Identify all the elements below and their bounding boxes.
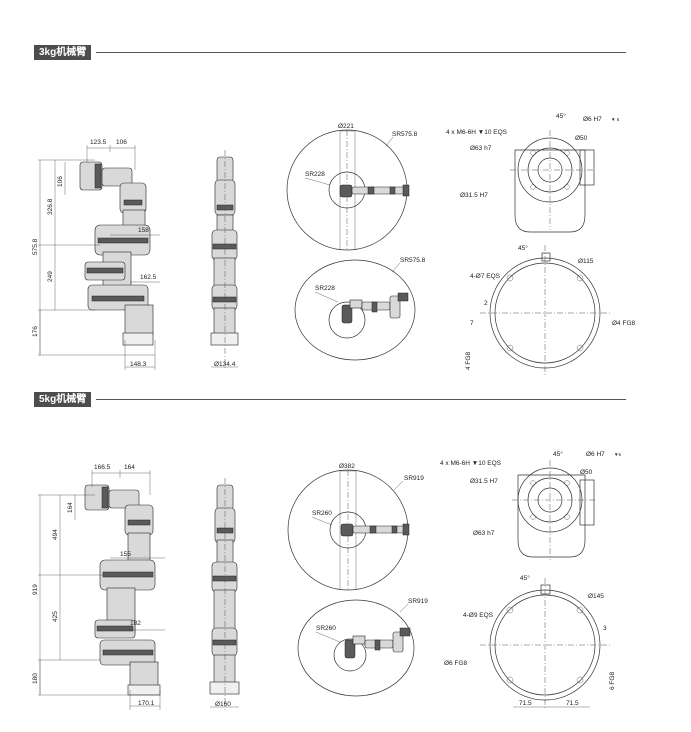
base-plate-3kg: 45° 4-Ø7 EQS Ø115 Ø4 FG8 2 7 4 FG8 — [465, 244, 636, 375]
front-view-3kg: Ø134.4 — [210, 150, 239, 370]
flange-angle-5kg: 45° — [553, 450, 563, 458]
dim-h-head-5kg: 164 — [67, 502, 74, 513]
top-d-3kg: Ø221 — [338, 123, 354, 130]
workspace-top-3kg: Ø221 SR575.8 SR228 — [286, 123, 418, 251]
top-sr-outer-5kg: SR919 — [404, 475, 424, 482]
base-w1-5kg: 71.5 — [519, 700, 532, 707]
flange-d1-depth-3kg: ▼ 6 — [611, 117, 620, 122]
flange-d1-3kg: Ø6 H7 — [583, 116, 602, 123]
flange-d2-5kg: Ø31.5 H7 — [470, 478, 498, 485]
dim-base-d-front-5kg: Ø160 — [215, 701, 231, 708]
side-sr-outer-5kg: SR919 — [408, 598, 428, 605]
dim-h-total-3kg: 575.8 — [32, 238, 39, 255]
dim-w-upper-5kg: 155 — [120, 551, 131, 558]
top-sr-outer-3kg: SR575.8 — [392, 131, 418, 138]
dim-h-total-5kg: 919 — [32, 584, 39, 595]
flange-d4-5kg: Ø50 — [580, 469, 593, 476]
base-d-5kg: Ø145 — [588, 593, 604, 600]
dim-w-upper-3kg: 158 — [138, 227, 149, 234]
base-angle-5kg: 45° — [520, 574, 530, 582]
side-sr-outer-3kg: SR575.8 — [400, 257, 426, 264]
workspace-side-5kg: SR919 SR260 — [297, 598, 428, 697]
dim-w-lower-3kg: 162.5 — [140, 274, 157, 281]
dim-h-mid-3kg: 249 — [47, 271, 54, 282]
side-view-5kg: 166.5 164 919 494 164 425 180 155 182 17… — [32, 464, 165, 710]
workspace-top-5kg: Ø382 SR919 SR260 — [287, 463, 424, 591]
flange-d1-5kg: Ø6 H7 — [586, 451, 605, 458]
dim-top-w1-3kg: 123.5 — [90, 139, 107, 146]
base-w7-3kg: 7 — [470, 320, 474, 327]
flange-d1-depth-5kg: ▼6 — [614, 452, 621, 457]
dim-h-upper-3kg: 326.8 — [47, 198, 54, 215]
section-divider-5kg — [96, 399, 626, 400]
front-view-5kg: Ø160 — [209, 478, 240, 710]
flange-d4-3kg: Ø50 — [575, 135, 588, 142]
dim-h-head-3kg: 106 — [57, 176, 64, 187]
base-w3-5kg: 3 — [603, 625, 607, 632]
workspace-side-3kg: SR575.8 SR228 — [294, 257, 426, 361]
dim-h-upper-5kg: 494 — [52, 529, 59, 540]
dim-w-base-5kg: 170.1 — [138, 700, 155, 707]
base-d-3kg: Ø115 — [578, 258, 594, 265]
base-pin-3kg: Ø4 FG8 — [612, 320, 636, 327]
dim-h-base-3kg: 176 — [32, 326, 39, 337]
base-slot-3kg: 4 FG8 — [465, 352, 472, 370]
top-sr-inner-3kg: SR228 — [305, 171, 325, 178]
flange-holes-3kg: 4 x M6-6H ▼10 EQS — [446, 129, 508, 136]
base-w2-5kg: 71.5 — [566, 700, 579, 707]
base-holes-3kg: 4-Ø7 EQS — [470, 273, 501, 280]
flange-5kg: 4 x M6-6H ▼10 EQS 45° Ø6 H7 ▼6 Ø31.5 H7 … — [440, 450, 621, 560]
base-plate-5kg: 45° 4-Ø9 EQS Ø145 Ø6 FG8 3 6 FG8 71.5 71… — [444, 574, 616, 710]
dim-w-lower-5kg: 182 — [130, 620, 141, 627]
top-d-5kg: Ø382 — [339, 463, 355, 470]
dim-top-w2-5kg: 164 — [124, 464, 135, 471]
side-sr-inner-3kg: SR228 — [315, 285, 335, 292]
base-holes-5kg: 4-Ø9 EQS — [463, 612, 494, 619]
base-pin-5kg: Ø6 FG8 — [444, 660, 468, 667]
flange-d3-3kg: Ø31.5 H7 — [460, 192, 488, 199]
flange-holes-5kg: 4 x M6-6H ▼10 EQS — [440, 460, 502, 467]
flange-3kg: 4 x M6-6H ▼10 EQS 45° Ø6 H7 ▼ 6 Ø63 h7 Ø… — [446, 112, 620, 233]
flange-angle-3kg: 45° — [556, 112, 566, 120]
dim-top-w2-3kg: 106 — [116, 139, 127, 146]
flange-d2-3kg: Ø63 h7 — [470, 145, 492, 152]
side-view-3kg: 123.5 106 575.8 326.8 106 249 176 158 16… — [32, 139, 160, 370]
dim-h-base-5kg: 180 — [32, 673, 39, 684]
dim-w-base-3kg: 148.3 — [130, 361, 147, 368]
dim-h-mid-5kg: 425 — [52, 611, 59, 622]
flange-d3-5kg: Ø63 h7 — [473, 530, 495, 537]
section-title-3kg: 3kg机械臂 — [34, 45, 92, 60]
base-angle-3kg: 45° — [518, 244, 528, 252]
dim-top-w1-5kg: 166.5 — [94, 464, 111, 471]
dim-base-d-front-3kg: Ø134.4 — [214, 361, 236, 368]
section-divider-3kg — [96, 52, 626, 53]
base-w2-3kg: 2 — [484, 300, 488, 307]
section-title-5kg: 5kg机械臂 — [34, 392, 92, 407]
base-slot-5kg: 6 FG8 — [609, 672, 616, 690]
top-sr-inner-5kg: SR260 — [312, 510, 332, 517]
side-sr-inner-5kg: SR260 — [316, 625, 336, 632]
